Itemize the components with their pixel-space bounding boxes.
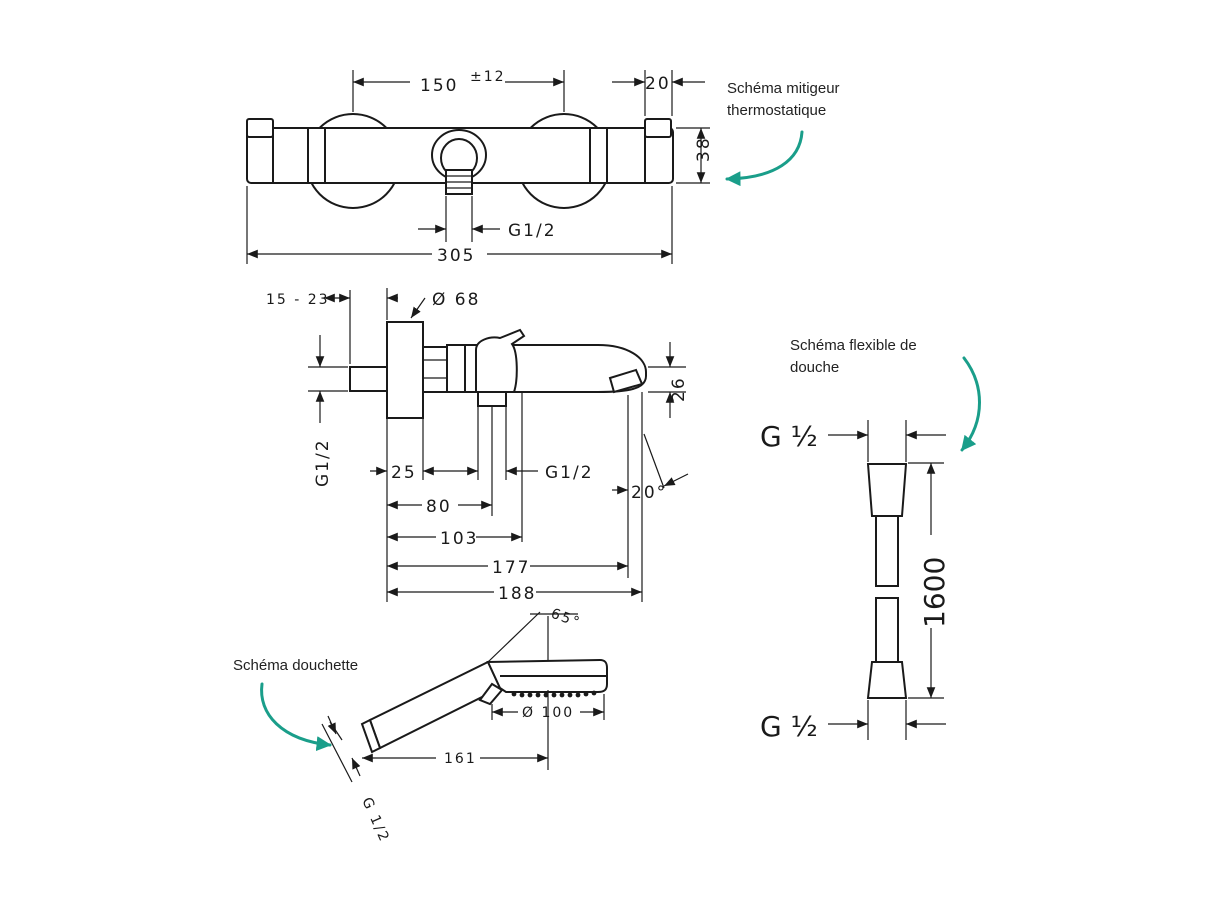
handshower-view: 65° Ø 100 161 G 1/2 bbox=[321, 606, 608, 845]
arrow-handshower bbox=[260, 682, 332, 752]
dim-188: 188 bbox=[498, 584, 536, 604]
handle bbox=[475, 328, 526, 393]
hose-view: G ½ 1600 G ½ bbox=[760, 420, 951, 743]
handshower-thread bbox=[360, 718, 382, 754]
aerator bbox=[608, 368, 644, 394]
dim-g12-handshower: G 1/2 bbox=[358, 795, 392, 845]
arrow-hose bbox=[960, 356, 981, 452]
hose-bottom-fitting bbox=[866, 661, 908, 699]
mixer-top-view: 150 ±12 20 38 G1/2 305 bbox=[246, 69, 714, 266]
right-knob-cap bbox=[644, 118, 672, 138]
dim-150: 150 bbox=[420, 76, 458, 96]
nut bbox=[422, 346, 448, 393]
dim-177: 177 bbox=[492, 558, 530, 578]
handshower-grip bbox=[478, 682, 504, 706]
hose-thread-top: G ½ bbox=[760, 420, 818, 453]
caption-handshower: Schéma douchette bbox=[233, 657, 358, 674]
dim-g12-side: G1/2 bbox=[545, 463, 594, 483]
dim-angle-20: 20° bbox=[631, 483, 667, 503]
arrow-mixer bbox=[725, 130, 804, 187]
outlet-bottom bbox=[477, 391, 507, 407]
dim-25: 25 bbox=[391, 463, 417, 483]
dim-80: 80 bbox=[426, 497, 452, 517]
handshower-handle bbox=[368, 660, 502, 750]
dim-161: 161 bbox=[444, 751, 477, 767]
dim-g12-top: G1/2 bbox=[508, 221, 557, 241]
dim-diameter-68: Ø 68 bbox=[432, 290, 480, 310]
dim-20: 20 bbox=[645, 74, 671, 94]
spray-nozzles bbox=[511, 690, 597, 698]
caption-hose-line2: douche bbox=[790, 359, 839, 376]
hose-upper-segment bbox=[875, 515, 899, 587]
dim-15-23: 15 - 23 bbox=[266, 292, 330, 308]
hose-thread-bottom: G ½ bbox=[760, 710, 818, 743]
hose-lower-segment bbox=[875, 597, 899, 663]
dim-diameter-100: Ø 100 bbox=[522, 705, 574, 721]
wall-connector bbox=[349, 366, 388, 392]
dim-g12-left: G1/2 bbox=[313, 438, 333, 487]
caption-mixer-line2: thermostatique bbox=[727, 102, 826, 119]
dim-38: 38 bbox=[694, 136, 714, 162]
left-knob-cap bbox=[246, 118, 274, 138]
dim-150-tolerance: ±12 bbox=[470, 69, 506, 85]
hose-top-fitting bbox=[866, 463, 908, 517]
flange-plate bbox=[386, 321, 424, 419]
dim-103: 103 bbox=[440, 529, 478, 549]
mixer-side-view: 15 - 23 Ø 68 G1/2 26 25 G1/2 20° 80 bbox=[266, 288, 689, 604]
dim-26: 26 bbox=[669, 376, 689, 402]
hose-length: 1600 bbox=[918, 557, 951, 628]
caption-mixer-line1: Schéma mitigeur bbox=[727, 80, 840, 97]
dim-305: 305 bbox=[437, 246, 475, 266]
dim-angle-65: 65° bbox=[549, 606, 583, 632]
caption-hose-line1: Schéma flexible de bbox=[790, 337, 917, 354]
